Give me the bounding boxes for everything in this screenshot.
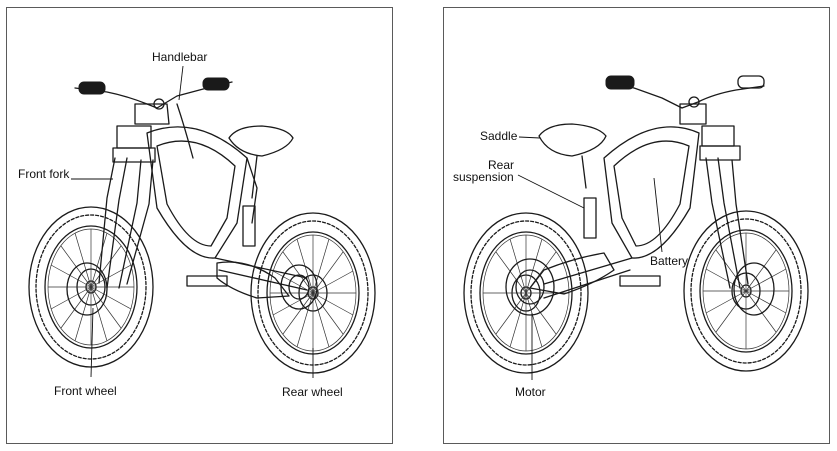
- left-view-panel: Handlebar Front fork Front wheel Rear wh…: [6, 7, 393, 444]
- battery-leader: [653, 177, 663, 253]
- front-wheel-label: Front wheel: [54, 384, 117, 398]
- right-view-panel: Saddle Rear suspension Battery Motor: [443, 7, 830, 444]
- front-fork-label: Front fork: [18, 167, 70, 181]
- rear-wheel-label: Rear wheel: [282, 385, 343, 399]
- saddle-label: Saddle: [480, 129, 518, 143]
- motor-label: Motor: [515, 385, 546, 399]
- rear-suspension-leader: [517, 174, 585, 209]
- handlebar-graphic-right: [605, 75, 765, 125]
- front-fork-graphic: [98, 125, 156, 289]
- handlebar-leader: [178, 65, 184, 101]
- front-wheel-graphic-right: [683, 210, 809, 372]
- rear-suspension-label-line1: Rear: [488, 158, 515, 172]
- front-fork-graphic-right: [699, 125, 749, 289]
- front-wheel-leader: [90, 307, 94, 378]
- bike-illustration-front-left: [28, 65, 376, 378]
- frame-graphic: [146, 125, 308, 299]
- frame-graphic-right: [529, 123, 700, 299]
- rear-wheel-motor-graphic: [463, 212, 589, 374]
- front-wheel-graphic: [28, 206, 154, 368]
- handlebar-label: Handlebar: [152, 50, 208, 64]
- bike-illustration-rear-right: [463, 75, 809, 380]
- saddle-leader: [518, 136, 541, 139]
- rear-suspension-label-line2: suspension: [453, 170, 514, 184]
- handlebar-graphic: [74, 77, 233, 159]
- battery-label: Battery: [650, 254, 689, 268]
